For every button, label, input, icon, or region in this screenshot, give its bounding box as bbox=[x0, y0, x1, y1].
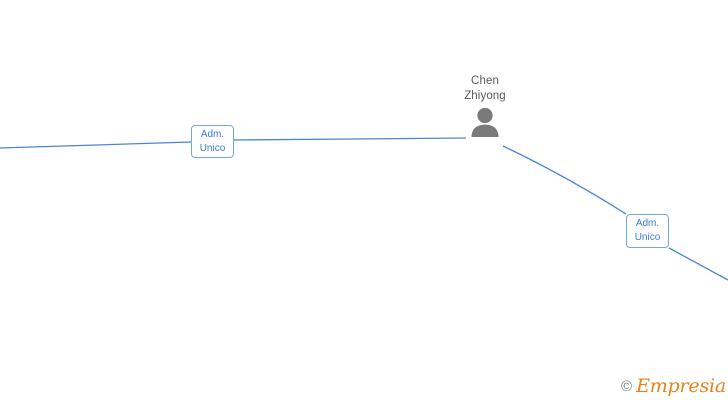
relation-box-adm-unico-right[interactable]: Adm. Unico bbox=[626, 214, 669, 248]
watermark: © Empresia bbox=[621, 377, 726, 396]
edge-person-to-relation-right bbox=[502, 145, 627, 215]
copyright-icon: © bbox=[621, 378, 633, 395]
edge-left-offscreen-to-relation bbox=[0, 141, 192, 149]
brand-name: Empresia bbox=[636, 375, 726, 397]
edge-relation-to-person bbox=[233, 137, 467, 141]
person-name-label: Chen Zhiyong bbox=[464, 75, 506, 102]
relation-box-adm-unico-left[interactable]: Adm. Unico bbox=[191, 125, 234, 158]
person-avatar-icon bbox=[465, 107, 505, 137]
edge-relation-right-offscreen bbox=[668, 247, 728, 281]
person-node-chen-zhiyong[interactable]: Chen Zhiyong bbox=[441, 74, 529, 137]
